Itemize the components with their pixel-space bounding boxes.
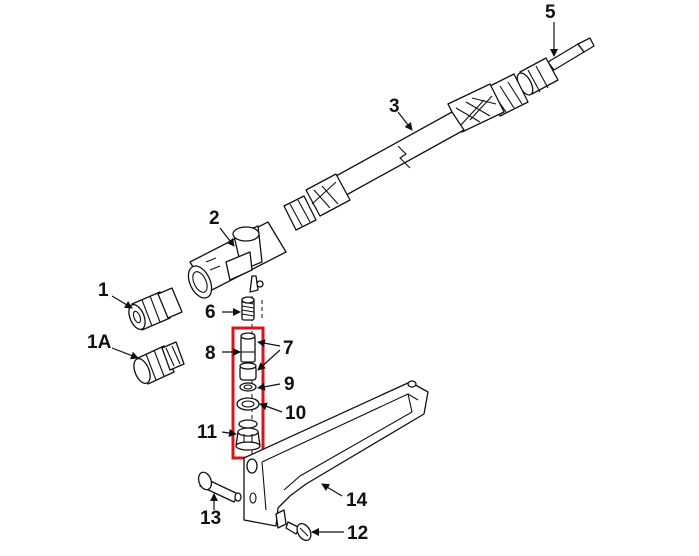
part-3-hose: [283, 73, 529, 231]
label-9: 9: [284, 374, 295, 395]
label-8: 8: [205, 343, 216, 364]
part-13-pin: [197, 471, 242, 503]
part-11-valve-seat: [235, 419, 261, 451]
label-14: 14: [346, 490, 368, 511]
part-10-o-ring: [236, 397, 260, 411]
part-1a-coupler: [133, 341, 185, 385]
label-3: 3: [389, 96, 400, 117]
label-1: 1: [98, 280, 109, 301]
part-2-gun-body: [187, 221, 287, 299]
label-1a: 1A: [87, 332, 112, 353]
part-14-handle: [243, 380, 429, 529]
part-5-swivel-fitting: [516, 37, 595, 96]
part-1-coupler: [128, 287, 183, 331]
label-7: 7: [283, 338, 294, 359]
part-7-seal: [239, 362, 257, 381]
part-8-valve-stem: [240, 332, 256, 363]
part-12-screw: [285, 521, 312, 542]
label-2: 2: [209, 208, 220, 229]
label-6: 6: [205, 302, 216, 323]
label-5: 5: [545, 2, 556, 23]
part-6-spring: [241, 296, 255, 321]
label-13: 13: [200, 508, 221, 529]
label-11: 11: [197, 422, 218, 443]
part-9-o-ring: [239, 382, 257, 392]
label-12: 12: [347, 523, 368, 544]
label-10: 10: [285, 403, 306, 424]
